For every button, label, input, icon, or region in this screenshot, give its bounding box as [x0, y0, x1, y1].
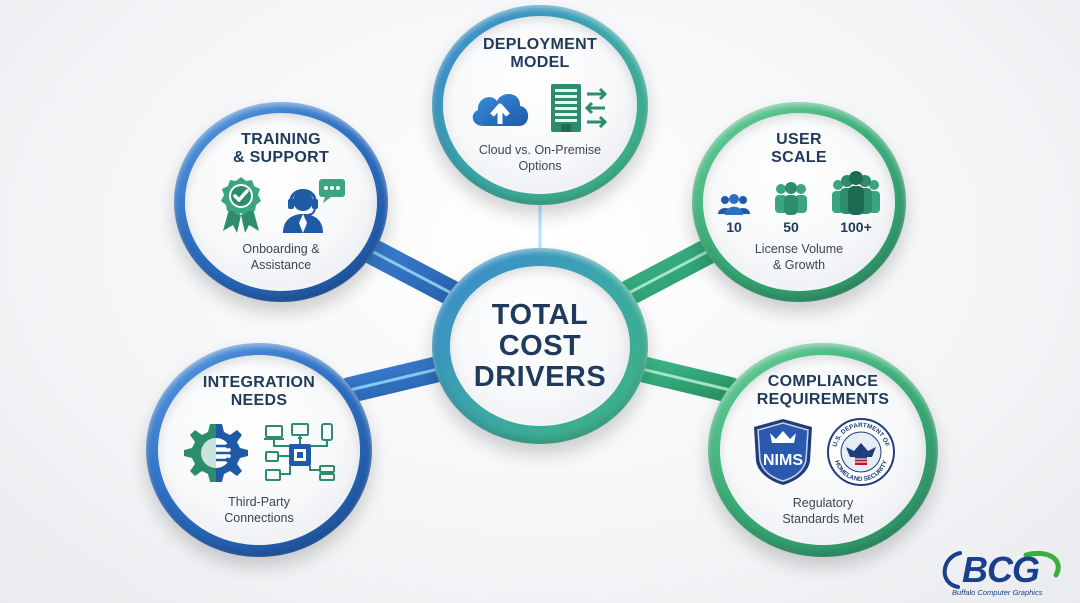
scale-label-large: 100+ [840, 219, 872, 235]
user-scale-title: USER SCALE [771, 131, 827, 166]
node-compliance-requirements: COMPLIANCE REQUIREMENTS NIMS U.S. DEPART… [708, 343, 938, 557]
integration-title: INTEGRATION NEEDS [202, 374, 316, 409]
small-group-icon [718, 194, 750, 215]
deployment-title: DEPLOYMENT MODEL [482, 36, 598, 71]
nims-label: NIMS [763, 452, 803, 469]
integration-description: Third-Party Connections [224, 495, 294, 525]
node-integration-needs: INTEGRATION NEEDS [146, 343, 372, 557]
center-title: TOTAL COST DRIVERS [473, 298, 607, 393]
support-agent-icon [283, 179, 345, 233]
node-user-scale: USER SCALE 10 50 [692, 102, 906, 302]
gear-circuit-icon [184, 424, 248, 482]
training-description: Onboarding & Assistance [242, 242, 320, 272]
logo-text: BCG [962, 549, 1040, 590]
bcg-swoosh-icon [942, 551, 1061, 589]
large-group-icon [832, 171, 880, 215]
bcg-logo: BCG Buffalo Computer Graphics [938, 545, 1068, 597]
scale-label-medium: 50 [783, 219, 799, 235]
training-title: TRAINING & SUPPORT [232, 131, 330, 166]
nims-shield-icon: NIMS [754, 419, 812, 485]
node-training-support: TRAINING & SUPPORT [174, 102, 388, 302]
compliance-title: COMPLIANCE REQUIREMENTS [756, 373, 890, 408]
dhs-seal-icon: U.S. DEPARTMENT OF HOMELAND SECURITY [827, 418, 895, 486]
cloud-upload-icon [472, 93, 529, 126]
medium-group-icon [775, 182, 807, 215]
compliance-description: Regulatory Standards Met [782, 496, 864, 526]
scale-label-small: 10 [726, 219, 742, 235]
network-devices-icon [264, 423, 335, 481]
server-building-icon [551, 84, 608, 132]
deployment-description: Cloud vs. On-Premise Options [478, 143, 602, 173]
user-scale-description: License Volume & Growth [754, 242, 844, 272]
node-deployment-model: DEPLOYMENT MODEL [432, 5, 648, 205]
node-center-total-cost-drivers: TOTAL COST DRIVERS [432, 248, 648, 444]
logo-subtitle: Buffalo Computer Graphics [952, 588, 1043, 597]
award-badge-icon [221, 177, 261, 233]
